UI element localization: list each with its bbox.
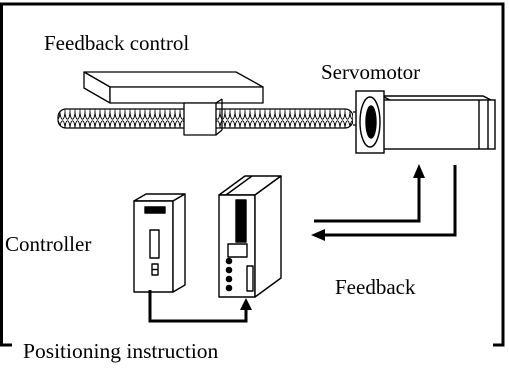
controller-label: Controller bbox=[3, 232, 94, 256]
servo-amplifier-icon bbox=[218, 175, 282, 298]
servomotor-icon bbox=[355, 90, 496, 154]
power-line-arrow bbox=[314, 164, 425, 223]
servomotor-label: Servomotor bbox=[321, 60, 421, 84]
feedback-line-arrow bbox=[311, 165, 457, 241]
positioning-line-arrow bbox=[148, 290, 252, 323]
feedback-label: Feedback bbox=[335, 275, 416, 299]
slide-table-icon bbox=[83, 71, 264, 136]
controller-icon bbox=[133, 193, 186, 293]
positioning-instruction-label: Positioning instruction bbox=[20, 340, 222, 363]
diagram-title: Feedback control bbox=[44, 31, 190, 55]
outer-frame bbox=[0, 2, 505, 347]
